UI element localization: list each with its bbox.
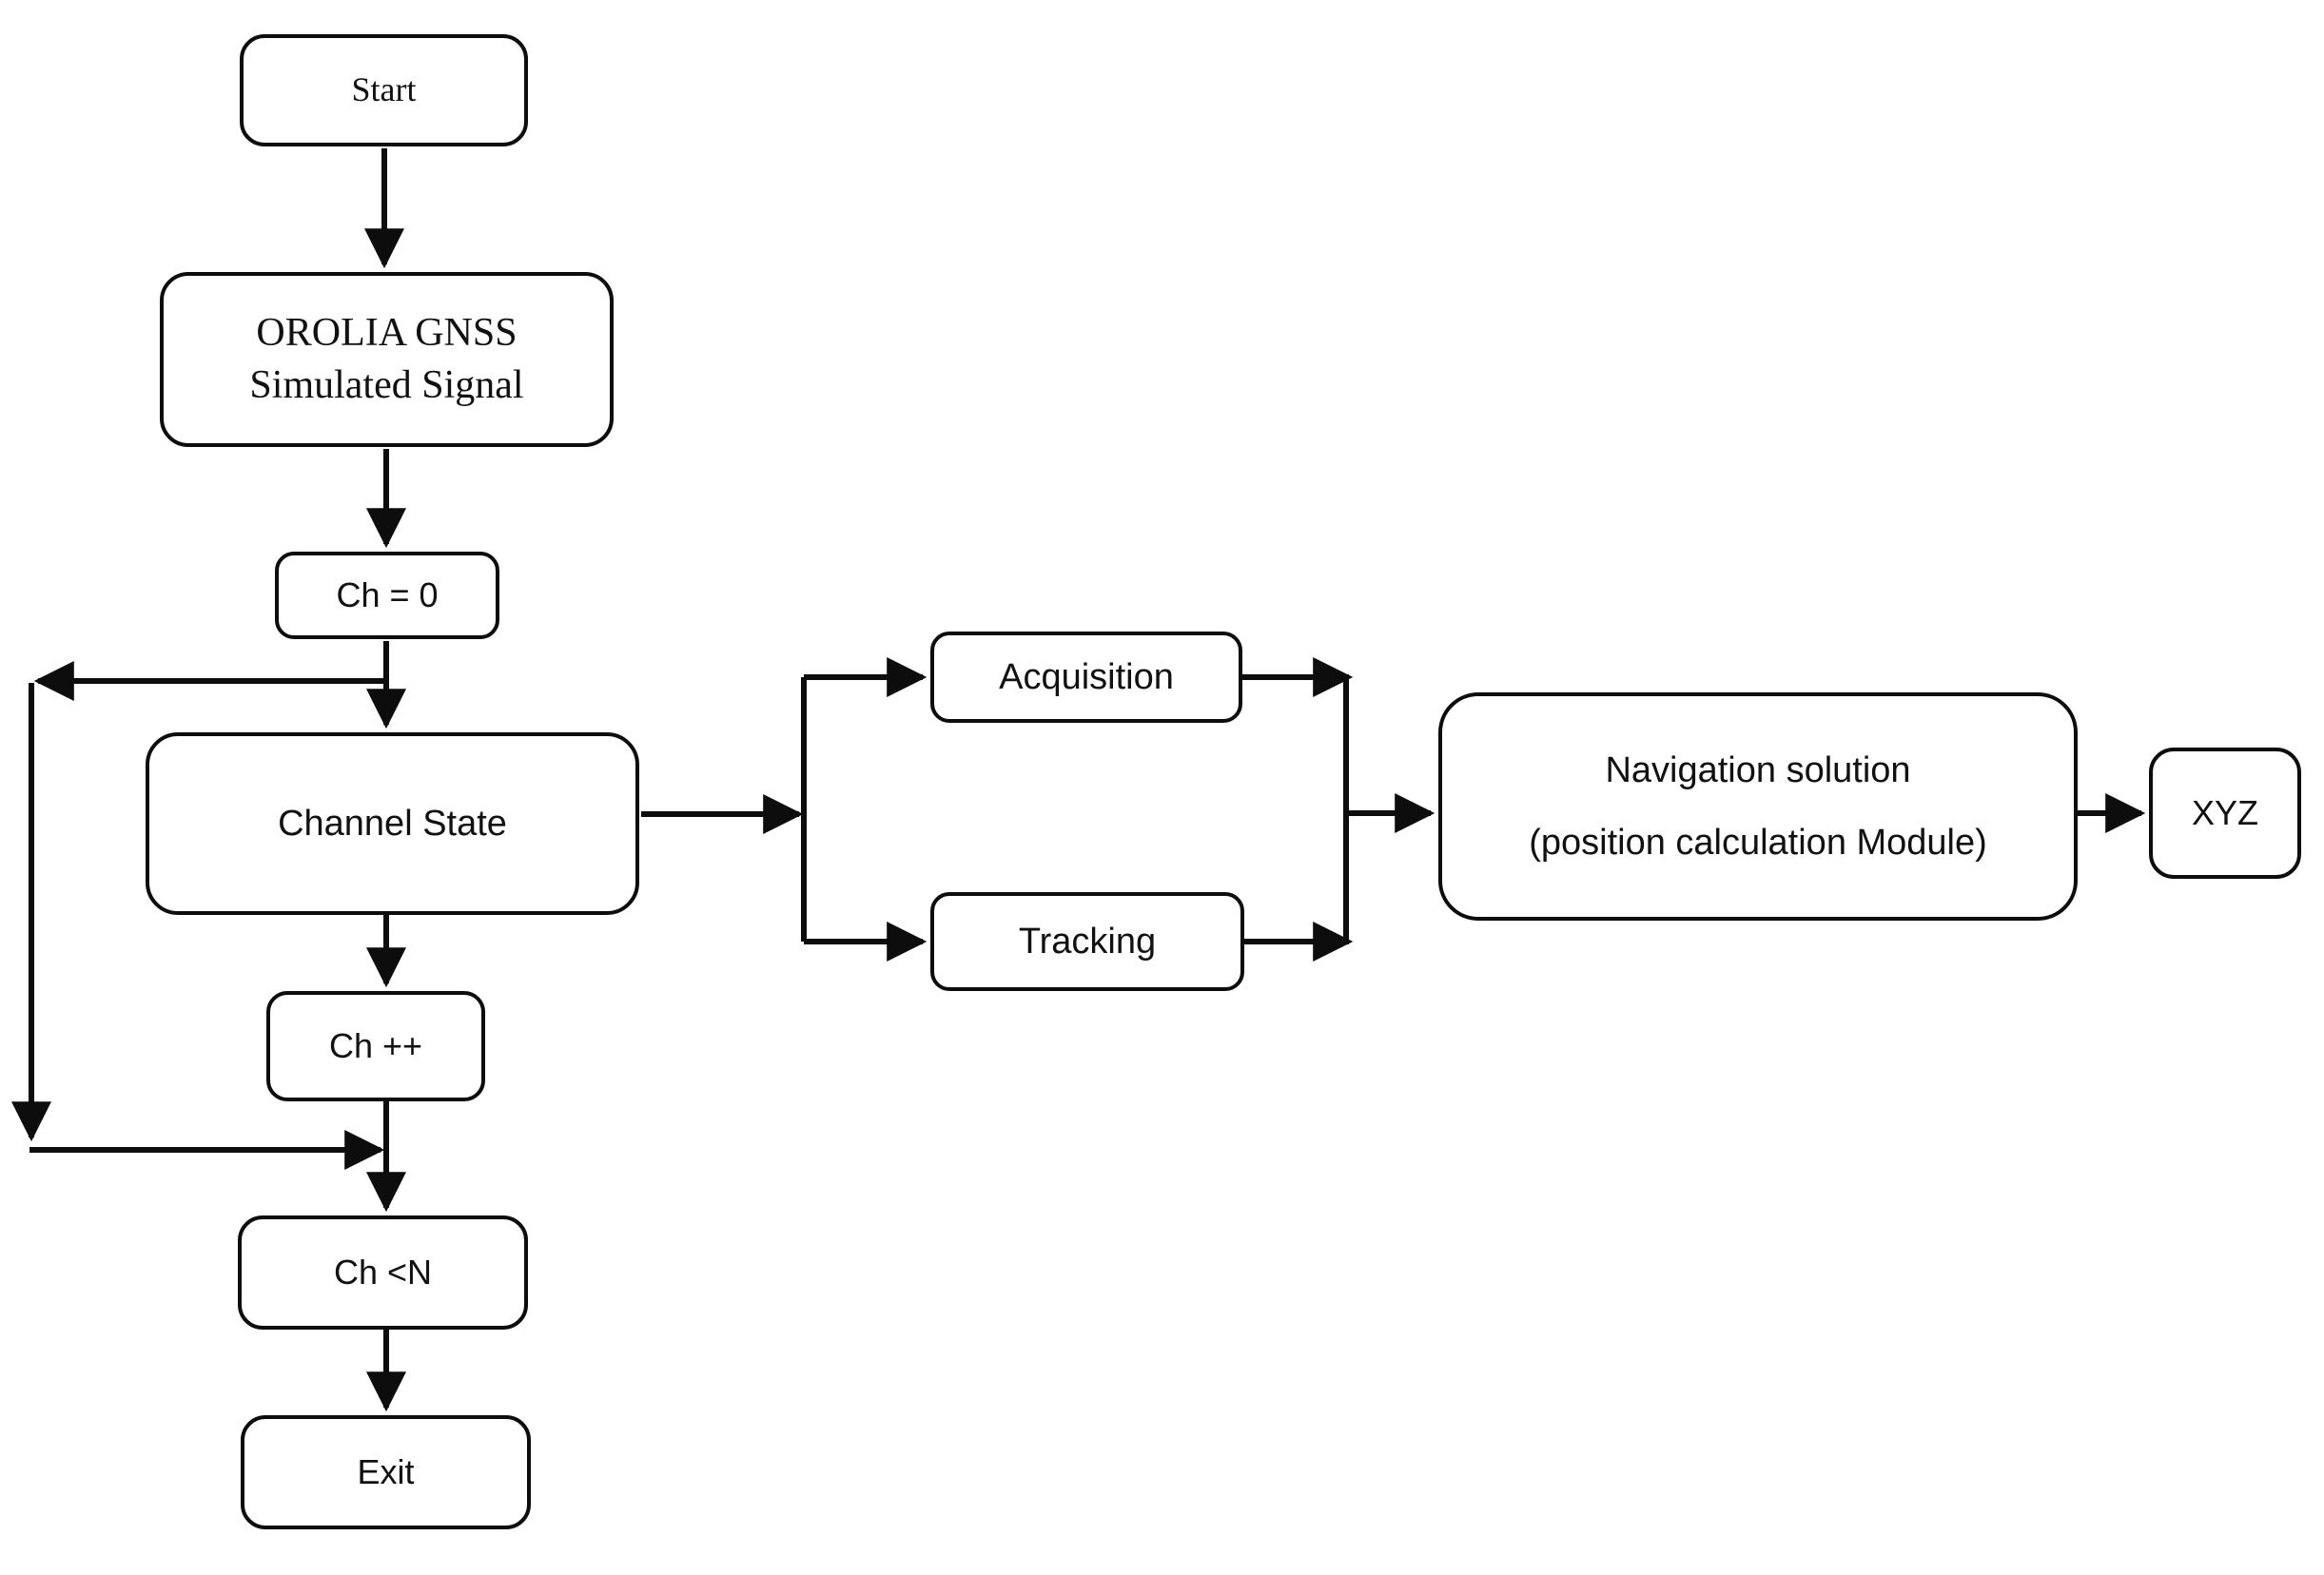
node-xyz[interactable]: XYZ [2149,748,2301,879]
node-navigation-label: Navigation solution (position calculatio… [1529,750,1987,863]
node-ch-increment-label: Ch ++ [328,1026,423,1066]
node-ch-less-than-n[interactable]: Ch <N [238,1215,528,1330]
node-ch-increment[interactable]: Ch ++ [266,991,485,1101]
node-exit[interactable]: Exit [241,1415,531,1529]
node-ch-init-label: Ch = 0 [336,575,439,615]
node-ch-init[interactable]: Ch = 0 [275,552,499,639]
node-tracking-label: Tracking [1018,921,1157,962]
node-navigation-solution[interactable]: Navigation solution (position calculatio… [1438,692,2078,921]
node-orolia-label: OROLIA GNSS Simulated Signal [249,311,524,407]
node-channel-state-label: Channel State [278,803,507,844]
node-acquisition[interactable]: Acquisition [930,632,1242,723]
node-tracking[interactable]: Tracking [930,892,1244,991]
node-start-label: Start [351,70,417,109]
node-exit-label: Exit [357,1452,415,1492]
node-start[interactable]: Start [240,34,528,146]
node-acquisition-label: Acquisition [999,656,1174,697]
node-ch-less-than-n-label: Ch <N [333,1253,433,1293]
node-xyz-label: XYZ [2191,793,2258,833]
node-orolia-gnss-simulated-signal[interactable]: OROLIA GNSS Simulated Signal [160,272,614,447]
node-channel-state[interactable]: Channel State [146,732,639,915]
